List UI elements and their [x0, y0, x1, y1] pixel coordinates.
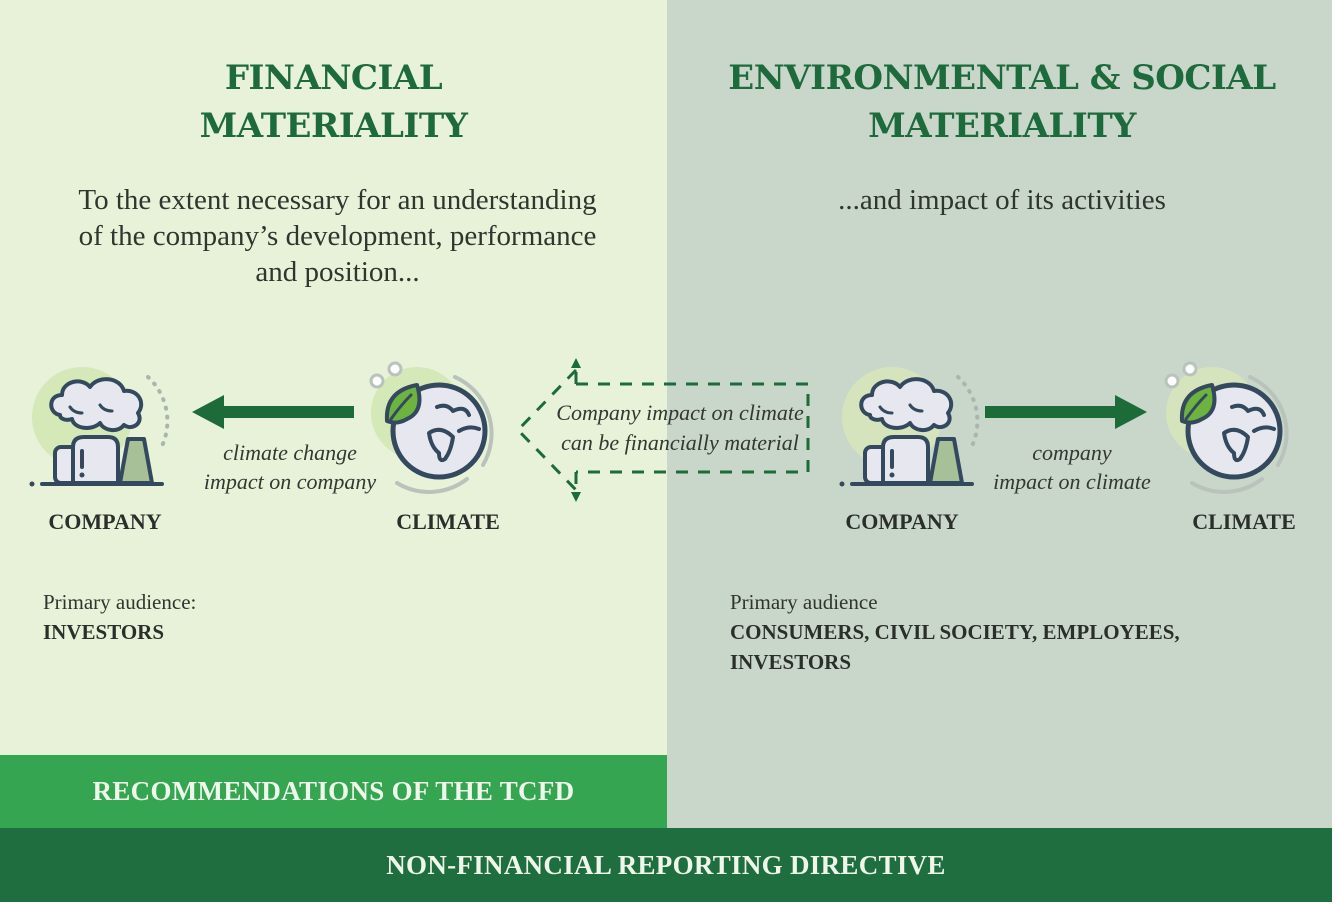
dashed-callout-arrow: [515, 358, 810, 502]
environmental-social-materiality-title: ENVIRONMENTAL & SOCIAL MATERIALITY: [667, 54, 1337, 150]
description-line: of the company’s development, performanc…: [78, 220, 597, 252]
climate-label: CLIMATE: [396, 509, 500, 534]
factory-icon: [29, 367, 170, 487]
label-line: impact on company: [203, 469, 377, 494]
company-label: COMPANY: [48, 509, 162, 534]
factory-icon: [839, 367, 980, 487]
title-line: ENVIRONMENTAL & SOCIAL: [728, 58, 1276, 98]
climate-impact-on-company-label: climate change impact on company: [185, 438, 395, 496]
title-line: MATERIALITY: [199, 106, 468, 146]
title-line: FINANCIAL: [224, 58, 443, 98]
primary-audience-value: CONSUMERS, CIVIL SOCIETY, EMPLOYEES, INV…: [730, 617, 1180, 677]
audience-line: CONSUMERS, CIVIL SOCIETY, EMPLOYEES,: [730, 620, 1180, 644]
description-line: To the extent necessary for an understan…: [78, 184, 597, 216]
primary-audience-label: Primary audience: [730, 590, 878, 614]
callout-line: Company impact on climate: [556, 400, 804, 425]
financially-material-callout: Company impact on climate can be financi…: [540, 398, 820, 458]
label-line: climate change: [223, 440, 357, 465]
environmental-social-description: ...and impact of its activities: [667, 182, 1337, 218]
arrow-left-icon: [192, 395, 354, 429]
globe-leaf-icon: [369, 361, 494, 494]
audience-line: INVESTORS: [730, 650, 851, 674]
description-line: and position...: [255, 256, 420, 288]
tcfd-bar-label: RECOMMENDATIONS OF THE TCFD: [92, 776, 575, 806]
financial-materiality-description: To the extent necessary for an understan…: [0, 182, 675, 290]
callout-line: can be financially material: [561, 430, 799, 455]
arrow-right-icon: [985, 395, 1147, 429]
financial-materiality-panel: FINANCIAL MATERIALITY To the extent nece…: [0, 0, 667, 755]
nfrd-bar-label: NON-FINANCIAL REPORTING DIRECTIVE: [386, 849, 946, 880]
company-impact-on-climate-label: company impact on climate: [967, 438, 1177, 496]
globe-leaf-icon: [1164, 361, 1289, 494]
financial-materiality-title: FINANCIAL MATERIALITY: [0, 54, 667, 150]
nfrd-bar: NON-FINANCIAL REPORTING DIRECTIVE: [0, 828, 1332, 902]
environmental-social-materiality-panel: ENVIRONMENTAL & SOCIAL MATERIALITY ...an…: [667, 0, 1332, 828]
company-label: COMPANY: [845, 509, 959, 534]
description-line: ...and impact of its activities: [838, 184, 1166, 216]
primary-audience-value: INVESTORS: [43, 620, 164, 644]
label-line: impact on climate: [993, 469, 1151, 494]
climate-label: CLIMATE: [1192, 509, 1296, 534]
title-line: MATERIALITY: [868, 106, 1136, 146]
primary-audience-label: Primary audience:: [43, 590, 197, 614]
label-line: company: [1032, 440, 1112, 465]
tcfd-recommendations-bar: RECOMMENDATIONS OF THE TCFD: [0, 755, 667, 828]
